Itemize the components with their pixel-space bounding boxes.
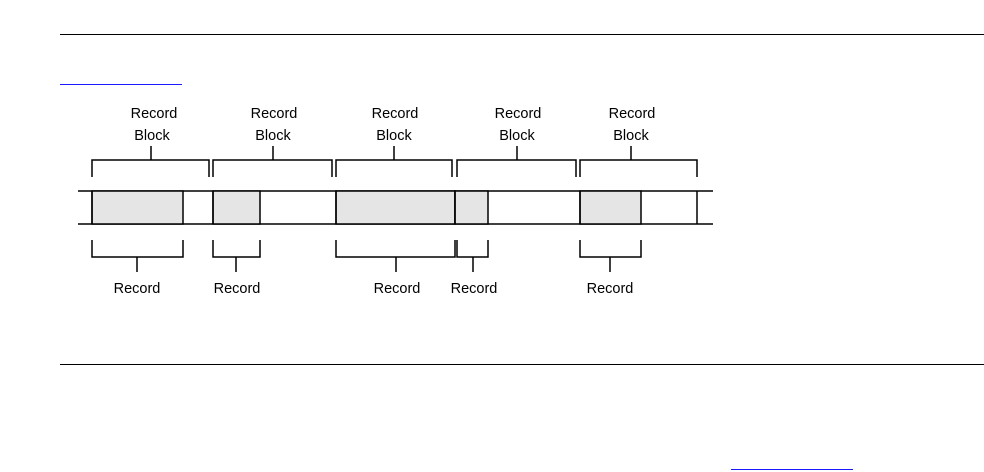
- record-label: Record: [451, 281, 498, 297]
- record-block-label-line2: Block: [376, 128, 412, 144]
- record-block-brace: [456, 146, 577, 177]
- record-label: Record: [114, 281, 161, 297]
- record-box: [212, 190, 261, 225]
- record-box: [335, 190, 456, 225]
- top-link[interactable]: [60, 84, 182, 85]
- record-brace: [335, 240, 456, 272]
- record-box: [91, 190, 184, 225]
- record-box: [454, 190, 489, 225]
- record-label: Record: [374, 281, 421, 297]
- record-label: Record: [587, 281, 634, 297]
- bottom-link[interactable]: [731, 469, 853, 470]
- record-brace: [579, 240, 642, 272]
- record-block-label-line1: Record: [495, 106, 542, 122]
- record-block-brace: [212, 146, 333, 177]
- bottom-divider: [60, 364, 984, 365]
- record-block-label-line1: Record: [609, 106, 656, 122]
- record-block-label-line2: Block: [134, 128, 170, 144]
- record-block-label-line1: Record: [372, 106, 419, 122]
- record-brace: [456, 240, 489, 272]
- record-block-label-line1: Record: [131, 106, 178, 122]
- record-brace: [212, 240, 261, 272]
- record-block-label-line1: Record: [251, 106, 298, 122]
- record-brace: [91, 240, 184, 272]
- record-block-label-line2: Block: [255, 128, 291, 144]
- record-block-brace: [579, 146, 698, 177]
- record-label: Record: [214, 281, 261, 297]
- record-block-brace: [91, 146, 210, 177]
- record-box: [579, 190, 642, 225]
- top-divider: [60, 34, 984, 35]
- record-block-brace: [335, 146, 453, 177]
- record-block-label-line2: Block: [499, 128, 535, 144]
- record-block-label-line2: Block: [613, 128, 649, 144]
